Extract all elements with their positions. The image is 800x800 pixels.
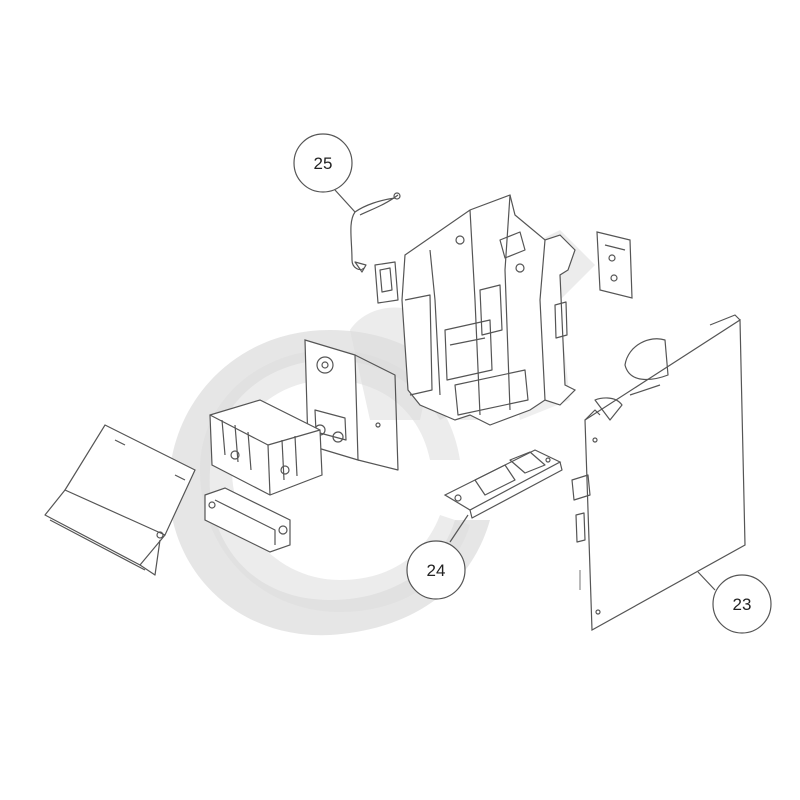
leader-line-25 bbox=[334, 189, 356, 213]
leader-line-23 bbox=[697, 571, 716, 591]
callout-label-24: 24 bbox=[427, 561, 446, 580]
callout-circle-25 bbox=[293, 133, 353, 193]
main-frame bbox=[374, 194, 577, 426]
callout-circle-24 bbox=[406, 540, 466, 600]
leader-line-24 bbox=[449, 514, 469, 543]
pcb-board-large bbox=[571, 314, 746, 632]
callout-circle-23 bbox=[712, 574, 772, 634]
callout-label-23: 23 bbox=[733, 595, 752, 614]
callout-25: 25 bbox=[293, 133, 356, 213]
terminal-block bbox=[209, 399, 323, 496]
callout-label-25: 25 bbox=[314, 154, 333, 173]
wire-harness bbox=[350, 192, 401, 273]
side-bracket bbox=[596, 231, 633, 299]
cover-plate bbox=[44, 424, 196, 576]
callout-23: 23 bbox=[697, 571, 772, 634]
callout-24: 24 bbox=[406, 514, 469, 600]
connector-socket bbox=[204, 487, 291, 553]
pcb-board-small bbox=[443, 449, 563, 519]
